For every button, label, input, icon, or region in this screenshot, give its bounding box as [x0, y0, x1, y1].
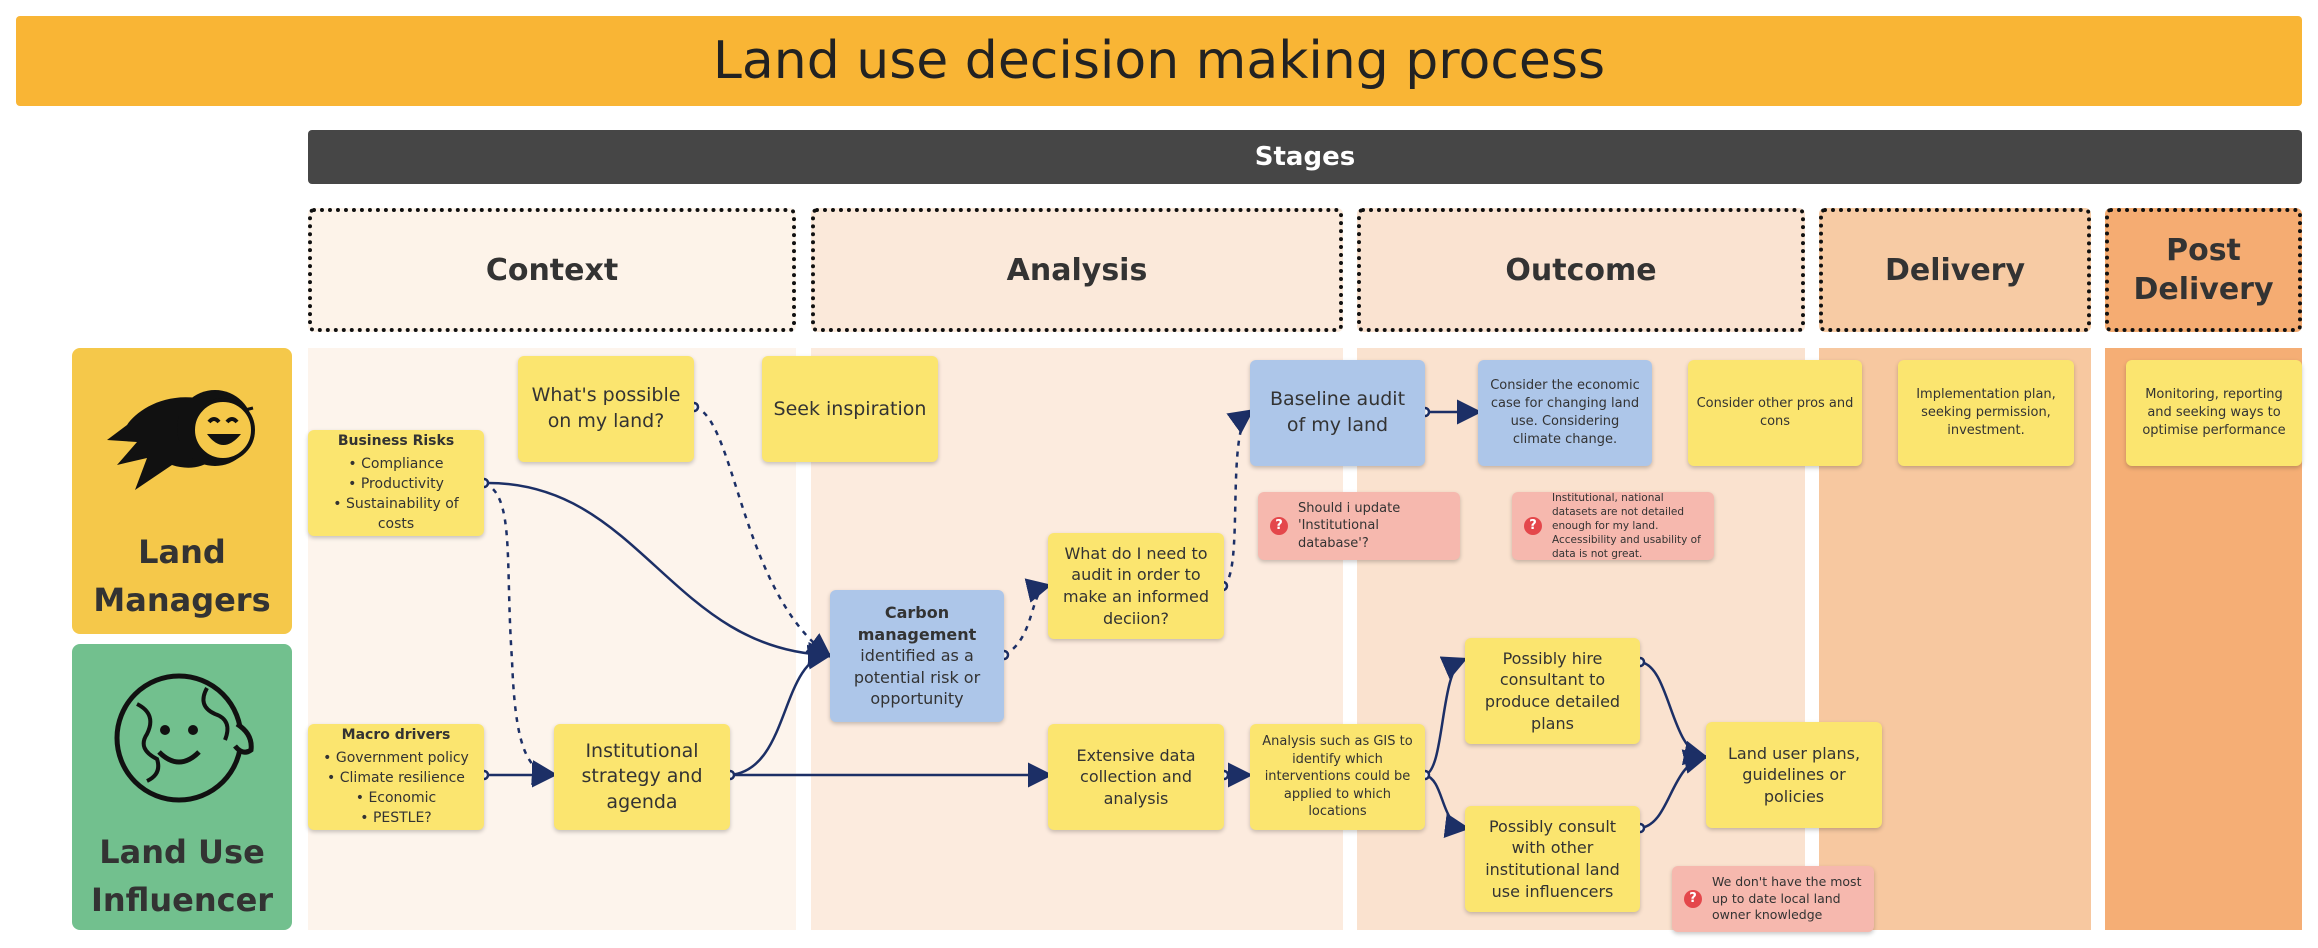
list-item: Productivity	[316, 474, 476, 494]
note-consider-economic: Consider the economic case for changing …	[1478, 360, 1652, 466]
note-should-update-text: Should i update 'Institutional database'…	[1298, 500, 1401, 551]
note-seek-inspiration: Seek inspiration	[762, 356, 938, 462]
list-item: Economic	[323, 788, 469, 808]
stage-analysis: Analysis	[811, 208, 1343, 332]
role-land-managers: Land Managers	[72, 348, 292, 634]
globe-face-icon	[114, 673, 254, 803]
list-item: Climate resilience	[323, 768, 469, 788]
arrow-possible-to-carbon	[693, 405, 833, 658]
note-implementation-plan: Implementation plan, seeking permission,…	[1898, 360, 2074, 466]
role-label-land-managers: Land Managers	[93, 533, 271, 619]
note-baseline-audit: Baseline audit of my land	[1250, 360, 1425, 466]
note-institutional-datasets: ? Institutional, national datasets are n…	[1512, 492, 1714, 560]
arrow-hire-to-plans	[1639, 660, 1709, 766]
role-label-land-use-influencer: Land Use Influencer	[90, 833, 274, 919]
note-carbon-text: identified as a potential risk or opport…	[853, 646, 981, 709]
note-carbon-title: Carbon management	[857, 603, 977, 644]
arrow-business-to-institutional	[483, 481, 557, 785]
note-analysis-gis: Analysis such as GIS to identify which i…	[1250, 724, 1425, 830]
question-icon: ?	[1684, 890, 1702, 908]
note-consult-influencers: Possibly consult with other institutiona…	[1465, 806, 1640, 912]
list-item: Compliance	[316, 454, 476, 474]
note-institutional-datasets-text: Institutional, national datasets are not…	[1552, 491, 1701, 561]
note-what-to-audit: What do I need to audit in order to make…	[1048, 533, 1224, 639]
diagram-title: Land use decision making process	[16, 16, 2302, 106]
arrow-gis-to-consult	[1424, 773, 1470, 838]
stage-context: Context	[308, 208, 796, 332]
note-whats-possible: What's possible on my land?	[518, 356, 694, 462]
arrow-consult-to-plans	[1639, 749, 1709, 830]
note-no-local-knowledge: ? We don't have the most up to date loca…	[1672, 866, 1874, 932]
arrow-institutional-to-carbon	[729, 644, 833, 777]
note-macro-drivers-title: Macro drivers	[341, 727, 451, 744]
note-extensive-data: Extensive data collection and analysis	[1048, 724, 1224, 830]
question-icon: ?	[1524, 517, 1542, 535]
role-land-use-influencer: Land Use Influencer	[72, 644, 292, 930]
note-macro-drivers: Macro drivers Government policy Climate …	[308, 724, 484, 830]
question-icon: ?	[1270, 517, 1288, 535]
rocket-face-icon	[107, 390, 255, 490]
note-carbon-management: Carbon management identified as a potent…	[830, 590, 1004, 722]
note-hire-consultant: Possibly hire consultant to produce deta…	[1465, 638, 1640, 744]
note-consider-pros-cons: Consider other pros and cons	[1688, 360, 1862, 466]
note-monitoring: Monitoring, reporting and seeking ways t…	[2126, 360, 2302, 466]
arrow-carbon-to-audit	[1003, 578, 1052, 657]
list-item: PESTLE?	[323, 808, 469, 828]
note-institutional-strategy: Institutional strategy and agenda	[554, 724, 730, 830]
note-business-risks-title: Business Risks	[337, 433, 455, 450]
list-item: Government policy	[323, 748, 469, 768]
note-should-update: ? Should i update 'Institutional databas…	[1258, 492, 1460, 560]
arrow-gis-to-hire	[1424, 656, 1468, 777]
stage-delivery: Delivery	[1819, 208, 2091, 332]
list-item: Sustainability of costs	[316, 494, 476, 535]
stage-post-delivery: Post Delivery	[2105, 208, 2302, 332]
note-no-local-knowledge-text: We don't have the most up to date local …	[1712, 873, 1862, 923]
arrow-audit-to-baseline	[1222, 409, 1255, 588]
stages-bar: Stages	[308, 130, 2302, 184]
note-business-risks: Business Risks Compliance Productivity S…	[308, 430, 484, 536]
note-land-user-plans: Land user plans, guidelines or policies	[1706, 722, 1882, 828]
stage-outcome: Outcome	[1357, 208, 1805, 332]
arrow-business-to-carbon	[483, 481, 833, 667]
